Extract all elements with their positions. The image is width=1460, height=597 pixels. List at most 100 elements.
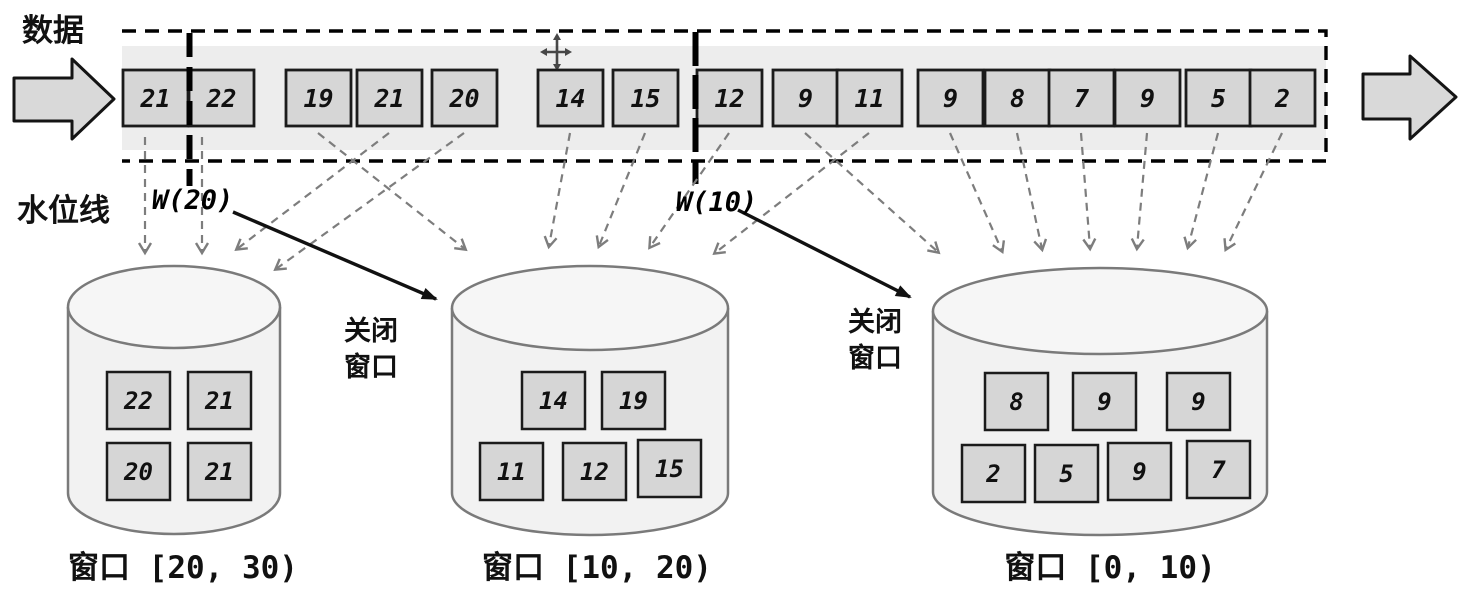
window-box-rect <box>1106 441 1173 502</box>
stream-in-arrow <box>12 57 116 141</box>
window-box-rect <box>1071 371 1138 432</box>
assign-arrow <box>1183 132 1220 251</box>
stream-box-value: 9 <box>798 84 813 113</box>
stream-box-value: 15 <box>630 84 660 113</box>
stream-box-rect <box>1113 68 1182 128</box>
window-box: 15 <box>636 438 703 499</box>
stream-box-rect <box>430 68 499 128</box>
window-box-value: 9 <box>1132 458 1146 486</box>
assign-arrow <box>273 132 465 271</box>
stream-box: 12 <box>695 68 764 128</box>
stream-box-rect <box>916 68 985 128</box>
window-box: 8 <box>983 371 1050 432</box>
stream-box-value: 14 <box>555 84 585 113</box>
close-window-label-line1: 关闭 <box>848 307 902 338</box>
stream-box-value: 9 <box>1140 84 1155 113</box>
data-label: 数据 <box>22 13 84 49</box>
stream-box: 11 <box>835 68 904 128</box>
stream-box: 5 <box>1184 68 1253 128</box>
window-box-rect <box>186 370 253 431</box>
stream-box-rect <box>1248 68 1317 128</box>
close-window-arrow-2 <box>737 208 912 299</box>
stream-box-rect <box>835 68 904 128</box>
stream-box: 20 <box>430 68 499 128</box>
window-box-value: 11 <box>497 458 526 486</box>
move-cursor-icon <box>540 33 572 71</box>
window-box: 9 <box>1106 441 1173 502</box>
stream-box-rect <box>187 68 256 128</box>
close-window-label-line1: 关闭 <box>344 316 398 347</box>
window-box-value: 21 <box>204 387 234 415</box>
stream-box-rect <box>1047 68 1116 128</box>
stream-box: 9 <box>771 68 840 128</box>
stream-box: 21 <box>355 68 424 128</box>
window-box-rect <box>186 441 253 502</box>
assign-arrow <box>543 132 572 250</box>
close-window-arrow-1 <box>232 210 438 301</box>
assign-arrow <box>712 132 870 256</box>
stream-box-rect <box>284 68 353 128</box>
window-box-rect <box>105 370 172 431</box>
stream-dashed-border <box>122 29 1328 163</box>
stream-box-rect <box>536 68 605 128</box>
stream-box-value: 11 <box>854 84 884 113</box>
window-box: 7 <box>1185 439 1252 500</box>
bucket-top <box>66 264 282 350</box>
stream-box: 7 <box>1047 68 1116 128</box>
window-label-20-30: 窗口 [20, 30) <box>68 550 298 586</box>
close-window-label-2: 关闭 窗口 <box>848 307 902 374</box>
window-label-0-10: 窗口 [0, 10) <box>1004 550 1215 586</box>
window-box: 21 <box>186 441 253 502</box>
assign-arrow <box>948 132 1006 255</box>
stream-box: 9 <box>916 68 985 128</box>
window-box-rect <box>561 441 628 502</box>
stream-box-value: 7 <box>1074 84 1089 113</box>
assign-arrow <box>648 132 730 250</box>
stream-box: 9 <box>1113 68 1182 128</box>
window-box-value: 21 <box>204 458 234 486</box>
stream-box: 15 <box>611 68 680 128</box>
window-box: 12 <box>561 441 628 502</box>
window-box: 22 <box>105 370 172 431</box>
bucket-top <box>450 264 730 352</box>
watermark-w10-label: W(10) <box>676 187 757 218</box>
stream-box-value: 9 <box>943 84 958 113</box>
stream-box: 14 <box>536 68 605 128</box>
window-box: 9 <box>1165 371 1232 432</box>
close-window-label-line2: 窗口 <box>848 342 902 374</box>
window-box-value: 22 <box>123 387 153 415</box>
window-box: 21 <box>186 370 253 431</box>
window-box-value: 2 <box>985 460 1000 488</box>
stream-box-rect <box>355 68 424 128</box>
window-box-value: 7 <box>1211 456 1226 484</box>
assign-arrow <box>234 132 390 252</box>
assign-arrow <box>595 132 647 250</box>
assign-arrow <box>1015 132 1048 253</box>
assign-arrow <box>1079 132 1097 252</box>
stream-box: 8 <box>983 68 1052 128</box>
stream-box-value: 8 <box>1010 84 1025 113</box>
stream-out-arrow <box>1361 54 1458 141</box>
stream-box: 21 <box>121 68 190 128</box>
stream-box-value: 12 <box>714 84 744 113</box>
window-box: 9 <box>1071 371 1138 432</box>
stream-box-rect <box>121 68 190 128</box>
assign-arrow <box>317 132 468 252</box>
stream-box-value: 19 <box>303 84 333 113</box>
window-box: 11 <box>478 441 545 502</box>
window-box-value: 20 <box>123 458 153 486</box>
stream-box-value: 5 <box>1211 84 1226 113</box>
window-box-rect <box>960 443 1027 504</box>
stream-box: 2 <box>1248 68 1317 128</box>
close-window-label-1: 关闭 窗口 <box>344 316 398 383</box>
window-box: 5 <box>1033 443 1100 504</box>
window-box-rect <box>636 438 703 499</box>
window-box-value: 15 <box>655 455 684 483</box>
window-box: 19 <box>600 370 667 431</box>
stream-box-value: 21 <box>373 84 404 113</box>
window-box-value: 19 <box>619 387 648 415</box>
close-window-label-line2: 窗口 <box>344 351 398 383</box>
stream-box-rect <box>983 68 1052 128</box>
